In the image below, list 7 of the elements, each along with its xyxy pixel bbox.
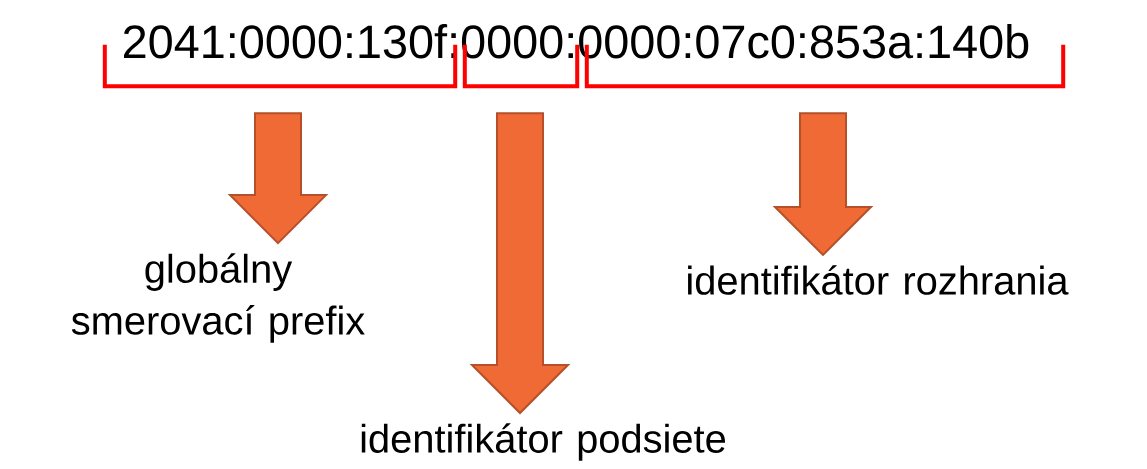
block-arrow — [772, 112, 874, 257]
caption-text: globálny smerovací prefix — [71, 253, 365, 343]
block-arrow — [227, 112, 329, 245]
caption-text: identifikátor rozhrania — [688, 265, 1069, 295]
block-arrow — [469, 112, 571, 415]
address-text: 2041:0000:130f:0000:0000:07c0:853a:140b — [124, 24, 1029, 59]
caption-text: identifikátor podsiete — [361, 423, 726, 461]
